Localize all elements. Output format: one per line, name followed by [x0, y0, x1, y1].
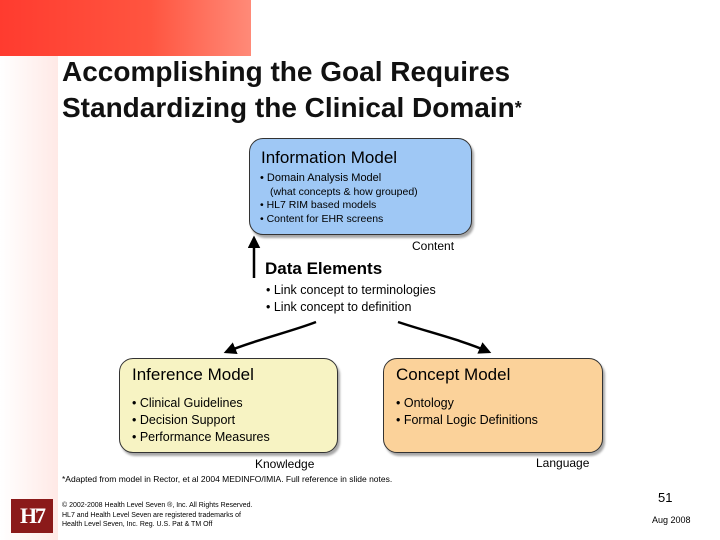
list-item: • Clinical Guidelines [132, 396, 243, 410]
information-model-heading: Information Model [261, 148, 398, 167]
information-model-list: • Domain Analysis Model (what concepts &… [260, 172, 418, 226]
footnote: *Adapted from model in Rector, et al 200… [62, 474, 393, 484]
inference-model-heading: Inference Model [132, 365, 254, 384]
inference-model-list: • Clinical Guidelines • Decision Support… [132, 395, 270, 446]
list-item: • Link concept to definition [266, 300, 412, 314]
list-item: • Content for EHR screens [260, 212, 384, 225]
corner-accent-block [0, 0, 251, 56]
data-elements-list: • Link concept to terminologies • Link c… [266, 282, 436, 316]
slide-number: 51 [658, 490, 673, 505]
language-arrow [397, 320, 492, 354]
slide-date: Aug 2008 [652, 515, 691, 525]
list-item: • Performance Measures [132, 430, 270, 444]
content-label: Content [412, 239, 455, 253]
copyright-notice: © 2002-2008 Health Level Seven ®, Inc. A… [62, 501, 252, 530]
title-line-2: Standardizing the Clinical Domain [62, 92, 515, 123]
concept-model-box: Concept Model • Ontology • Formal Logic … [383, 358, 603, 453]
list-item: (what concepts & how grouped) [270, 185, 418, 198]
copyright-line: Health Level Seven, Inc. Reg. U.S. Pat &… [62, 521, 213, 528]
concept-model-heading: Concept Model [396, 365, 511, 384]
information-model-box: Information Model • Domain Analysis Mode… [249, 138, 472, 235]
list-item: • Decision Support [132, 413, 236, 427]
hl7-logo: H7 [11, 499, 53, 533]
list-item: • Ontology [396, 396, 454, 410]
title-footnote-marker: * [514, 98, 522, 118]
list-item: • Formal Logic Definitions [396, 413, 538, 427]
list-item: • Link concept to terminologies [266, 283, 436, 297]
inference-model-box: Inference Model • Clinical Guidelines • … [119, 358, 338, 453]
side-gradient-strip [0, 56, 58, 540]
knowledge-label: Knowledge [255, 457, 315, 471]
copyright-line: HL7 and Health Level Seven are registere… [62, 511, 241, 519]
knowledge-arrow [223, 320, 317, 354]
list-item: • Domain Analysis Model [260, 172, 382, 184]
copyright-line: © 2002-2008 Health Level Seven ®, Inc. A… [62, 502, 253, 509]
list-item: • HL7 RIM based models [260, 199, 377, 211]
language-label: Language [536, 456, 590, 470]
title-line-1: Accomplishing the Goal Requires [62, 56, 511, 87]
data-elements-heading: Data Elements [265, 259, 383, 278]
slide-title: Accomplishing the Goal Requires Standard… [62, 54, 522, 126]
concept-model-list: • Ontology • Formal Logic Definitions [396, 395, 538, 429]
